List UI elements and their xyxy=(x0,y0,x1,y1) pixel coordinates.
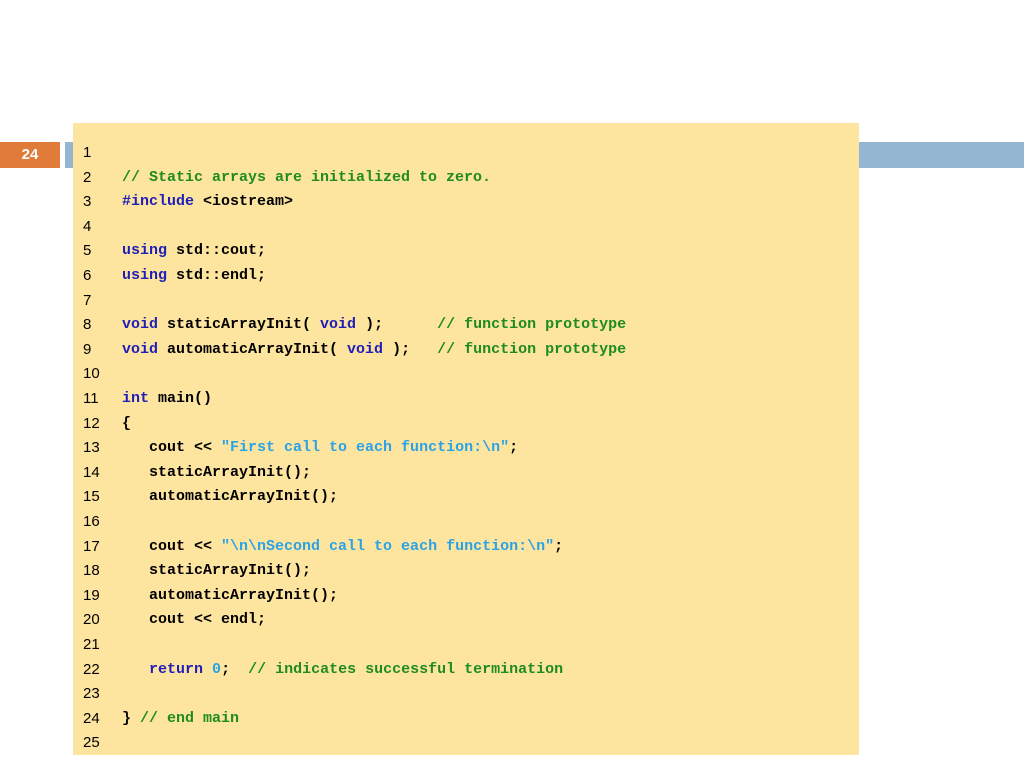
line-number: 11 xyxy=(83,390,99,407)
code-token: // function prototype xyxy=(437,340,627,358)
code-token: cout << xyxy=(122,537,222,555)
code-token: // indicates successful termination xyxy=(248,660,564,678)
code-token: void xyxy=(347,340,384,358)
code-token: // function prototype xyxy=(437,316,627,334)
code-token: } xyxy=(122,709,141,727)
code-token: ; xyxy=(221,660,249,678)
code-token: ; xyxy=(509,439,519,457)
code-token: ); xyxy=(356,316,438,334)
code-text: automaticArrayInit(); xyxy=(122,584,338,609)
line-number: 12 xyxy=(83,414,100,432)
line-number: 6 xyxy=(83,267,92,284)
code-token: cout << endl; xyxy=(122,611,267,629)
line-number: 23 xyxy=(83,685,100,703)
code-token: void xyxy=(122,316,159,334)
code-token: ); xyxy=(383,340,438,358)
code-text: // Static arrays are initialized to zero… xyxy=(122,166,491,191)
code-token: cout << xyxy=(122,439,222,457)
header-bar-right xyxy=(858,142,1024,168)
code-text: cout << endl; xyxy=(122,608,266,633)
line-number: 8 xyxy=(83,316,92,334)
code-token: <iostream> xyxy=(194,193,294,211)
code-text: return 0; // indicates successful termin… xyxy=(122,658,563,683)
line-number: 16 xyxy=(83,513,100,530)
code-text: #include <iostream> xyxy=(122,190,293,215)
line-number: 7 xyxy=(83,291,92,309)
code-token: std::cout; xyxy=(167,242,267,260)
code-token: staticArrayInit(); xyxy=(122,562,312,580)
code-token: staticArrayInit( xyxy=(158,316,321,334)
code-token: ; xyxy=(554,537,564,555)
code-text: void automaticArrayInit( void ); // func… xyxy=(122,338,626,363)
code-token: automaticArrayInit(); xyxy=(122,488,339,506)
line-number: 22 xyxy=(83,660,100,678)
code-token: { xyxy=(122,414,132,432)
line-number: 20 xyxy=(83,611,100,629)
code-text: cout << "\n\nSecond call to each functio… xyxy=(122,535,563,560)
code-token: 0 xyxy=(212,660,222,678)
slide-number: 24 xyxy=(0,142,60,168)
code-token: std::endl; xyxy=(167,267,267,284)
line-number: 24 xyxy=(83,709,100,727)
line-number: 21 xyxy=(83,636,100,653)
line-number: 4 xyxy=(83,217,92,235)
code-token: // end main xyxy=(140,709,240,727)
line-number: 3 xyxy=(83,193,92,211)
code-token: staticArrayInit(); xyxy=(122,463,312,481)
code-text: int main() xyxy=(122,387,212,412)
line-number: 15 xyxy=(83,488,100,506)
code-token: int xyxy=(122,390,150,407)
code-text: { xyxy=(122,412,131,437)
line-number: 5 xyxy=(83,242,92,260)
line-number: 1 xyxy=(83,144,92,161)
code-text: staticArrayInit(); xyxy=(122,461,311,486)
line-number: 25 xyxy=(83,734,100,752)
line-number: 9 xyxy=(83,340,92,358)
code-token xyxy=(203,661,212,678)
header-bar-left xyxy=(65,142,75,168)
line-number: 14 xyxy=(83,463,100,481)
code-token: main() xyxy=(149,390,213,407)
line-number: 18 xyxy=(83,562,100,580)
code-token: return xyxy=(149,660,204,678)
line-number: 17 xyxy=(83,537,100,555)
code-text: void staticArrayInit( void ); // functio… xyxy=(122,313,626,338)
line-number: 19 xyxy=(83,586,100,604)
code-text: } // end main xyxy=(122,707,239,732)
code-token: automaticArrayInit(); xyxy=(122,586,339,604)
code-token: void xyxy=(320,316,357,334)
code-token: using xyxy=(122,267,168,284)
code-token: automaticArrayInit( xyxy=(158,340,348,358)
code-text: automaticArrayInit(); xyxy=(122,485,338,510)
code-token: using xyxy=(122,242,168,260)
code-token: "First call to each function:\n" xyxy=(221,439,510,457)
code-token: // Static arrays are initialized to zero… xyxy=(122,168,492,186)
code-token xyxy=(122,661,149,678)
code-text: using std::endl; xyxy=(122,264,266,289)
line-number: 2 xyxy=(83,168,92,186)
code-text: using std::cout; xyxy=(122,239,266,264)
code-token: "\n\nSecond call to each function:\n" xyxy=(221,537,555,555)
code-text: staticArrayInit(); xyxy=(122,559,311,584)
code-token: void xyxy=(122,340,159,358)
line-number: 13 xyxy=(83,439,100,457)
code-text: cout << "First call to each function:\n"… xyxy=(122,436,518,461)
code-token: #include xyxy=(122,193,195,211)
line-number: 10 xyxy=(83,365,100,383)
